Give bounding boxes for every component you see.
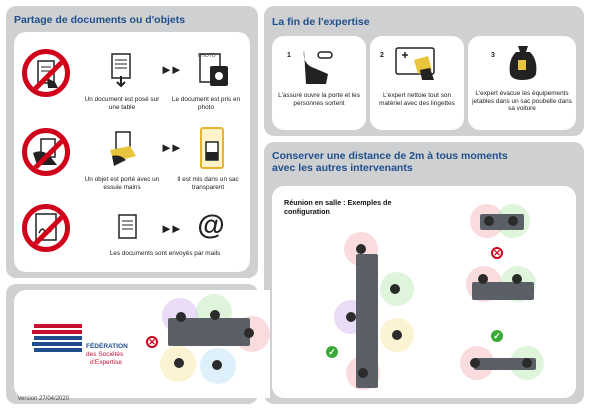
logo-line1: FÉDÉRATION: [86, 343, 128, 350]
person: [176, 312, 186, 322]
email-icon: @: [197, 209, 225, 240]
arrow-icon: ►►: [160, 62, 183, 77]
document-hand-icon: [37, 60, 58, 88]
checkmark-icon: ✓: [326, 346, 338, 358]
camera-icon: [199, 53, 228, 86]
version-label: version 27/04/2020: [18, 396, 70, 402]
step3-caption: L'expert évacue les équipements jetables…: [472, 90, 572, 113]
sharing-title: Partage de documents ou d'objets: [14, 14, 186, 26]
door-icon: [303, 50, 333, 84]
logo-line2: des Sociétés: [86, 351, 124, 358]
person: [210, 310, 220, 320]
person: [390, 284, 400, 294]
person: [174, 358, 184, 368]
bag-icon: [200, 127, 224, 169]
person: [346, 312, 356, 322]
person: [484, 216, 494, 226]
row2-left-caption: Un objet est porté avec un essuie mains: [84, 176, 160, 191]
forbidden-icon: [22, 204, 70, 252]
cleaning-icon: [395, 47, 435, 80]
person: [522, 358, 532, 368]
row2-right-caption: Il est mis dans un sac transparent: [177, 176, 239, 191]
step1-number: 1: [287, 52, 291, 59]
person: [212, 360, 222, 370]
arrow-icon: ►►: [160, 221, 183, 236]
hand-object-icon: [33, 138, 57, 165]
person: [512, 274, 522, 284]
person: [244, 328, 254, 338]
arrow-icon: ►►: [160, 140, 183, 155]
signed-document-icon: [35, 213, 57, 241]
distance-title: Conserver une distance de 2m à tous mome…: [272, 150, 508, 174]
row3-caption: Les documents sont envoyés par mails: [109, 250, 221, 257]
step3-number: 3: [491, 52, 495, 59]
logo-line3: d'Expertise: [90, 359, 122, 366]
person: [478, 274, 488, 284]
row1-left-caption: Un document est posé sur une table: [84, 96, 160, 111]
forbidden-icon: [22, 49, 70, 97]
photo-label: PHOTO: [198, 53, 216, 59]
person: [470, 358, 480, 368]
forbidden-icon: [22, 128, 70, 176]
meeting-table-long: [474, 358, 536, 370]
step2-caption: L'expert nettoie tout son matériel avec …: [379, 92, 455, 107]
step2-number: 2: [380, 52, 384, 59]
config-subtitle: Réunion en salle : Exemples de configura…: [284, 198, 392, 216]
meeting-table-small: [472, 282, 534, 300]
person: [508, 216, 518, 226]
step1-caption: L'assuré ouvre la porte et les personnes…: [278, 92, 360, 107]
meeting-table-vertical: [356, 254, 378, 388]
cross-icon: ✕: [146, 336, 158, 348]
document-icon: [118, 214, 137, 239]
trash-bag-icon: [509, 46, 537, 80]
meeting-table-horizontal: [168, 318, 250, 346]
cross-icon: ✕: [491, 247, 503, 259]
person: [392, 330, 402, 340]
person: [356, 244, 366, 254]
checkmark-icon: ✓: [491, 330, 503, 342]
hand-towel-icon: [110, 131, 136, 166]
person: [358, 368, 368, 378]
logo-mark: [32, 324, 82, 352]
row1-right-caption: Le document est pris en photo: [171, 96, 241, 111]
end-title: La fin de l'expertise: [272, 16, 370, 28]
document-on-table-icon: [111, 53, 131, 88]
